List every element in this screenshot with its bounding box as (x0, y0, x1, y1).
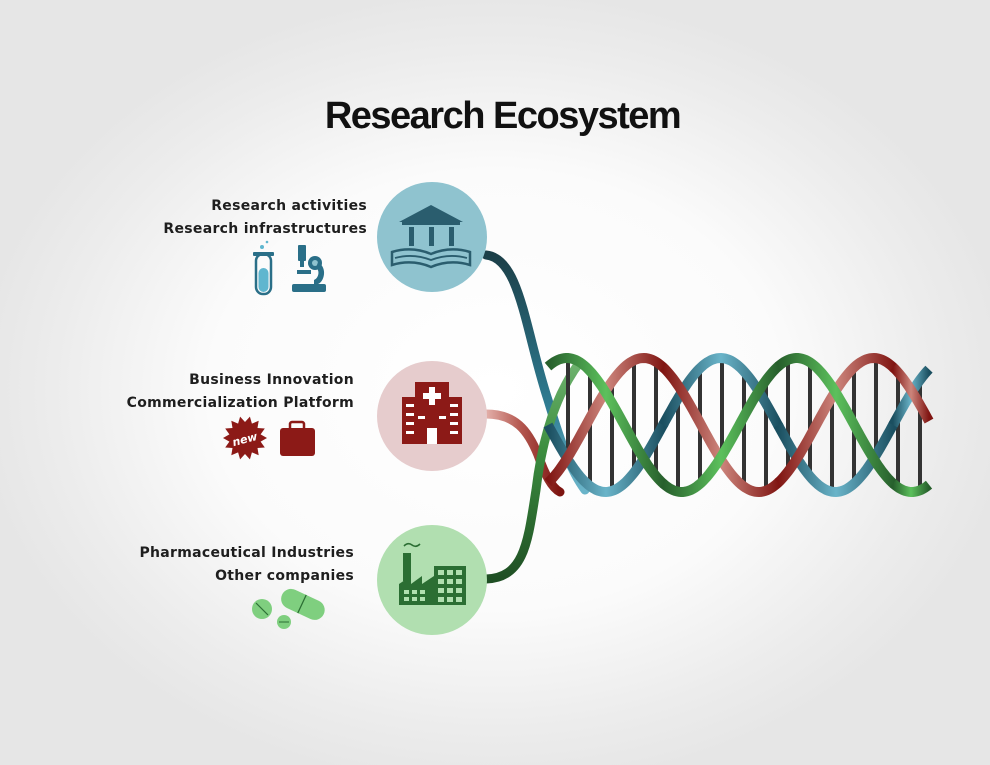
group-label-line: Research activities (211, 198, 367, 214)
group-label-research: Research activities Research infrastruct… (163, 195, 367, 241)
research-node (377, 182, 487, 292)
helix-strand-red (889, 363, 934, 424)
group-label-industry: Pharmaceutical Industries Other companie… (139, 542, 354, 588)
dna-helix (543, 352, 934, 498)
industry-node (377, 525, 487, 635)
factory-icon (399, 542, 466, 605)
helix-strand-green (889, 479, 933, 497)
group-label-line: Pharmaceutical Industries (139, 545, 354, 561)
group-label-business: Business Innovation Commercialization Pl… (127, 369, 354, 415)
institution-book-icon (390, 205, 472, 269)
connector-green (481, 357, 585, 584)
test-tube-icon (253, 240, 274, 296)
group-label-line: Business Innovation (189, 372, 354, 388)
new-badge-icon: new (223, 416, 267, 460)
helix-strand-green (659, 361, 783, 497)
pills-icon (252, 588, 325, 629)
group-label-line: Other companies (215, 568, 354, 584)
helix-strand-green (774, 353, 898, 489)
helix-strand-green (544, 353, 668, 489)
group-label-line: Commercialization Platform (126, 395, 354, 411)
hospital-icon (402, 382, 462, 444)
briefcase-icon (280, 420, 315, 456)
microscope-icon (292, 245, 326, 292)
group-label-line: Research infrastructures (163, 221, 367, 237)
business-node (377, 361, 487, 471)
page-title: Research Ecosystem (324, 95, 682, 137)
